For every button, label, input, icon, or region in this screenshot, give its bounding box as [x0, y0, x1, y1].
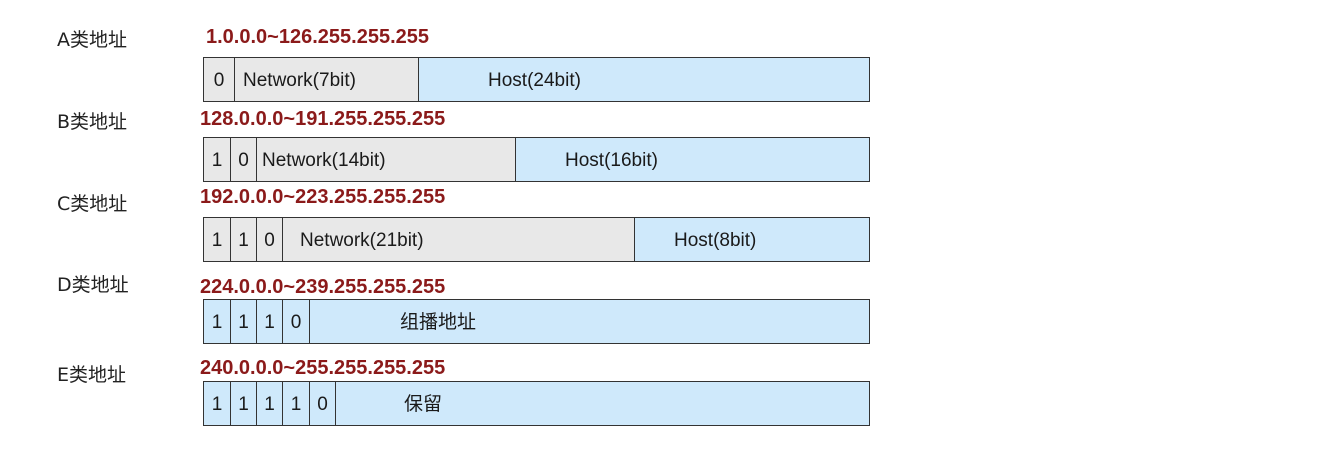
class-b-bar: 1 0 Network(14bit) Host(16bit): [203, 137, 870, 182]
class-e-bar: 1 1 1 1 0 保留: [203, 381, 870, 426]
class-d-multicast: 组播地址: [400, 312, 477, 333]
class-e-bit-2: 1: [257, 382, 283, 425]
class-c-bit-0: 1: [204, 218, 231, 261]
class-d-bit-2: 1: [257, 300, 283, 343]
class-a-host: Host(24bit): [488, 70, 581, 91]
class-e-reserved: 保留: [404, 394, 443, 415]
class-e-bit-1: 1: [231, 382, 257, 425]
class-c-network: Network(21bit): [283, 218, 635, 261]
class-e-bit-4: 0: [310, 382, 336, 425]
class-a-bit-0: 0: [204, 58, 235, 101]
class-e-label: E类地址: [57, 364, 127, 386]
class-d-range: 224.0.0.0~239.255.255.255: [200, 276, 446, 298]
class-c-range: 192.0.0.0~223.255.255.255: [200, 186, 446, 208]
class-a-range: 1.0.0.0~126.255.255.255: [206, 26, 429, 48]
class-b-label: B类地址: [57, 111, 128, 133]
class-d-label: D类地址: [57, 274, 129, 296]
class-a-bar: 0 Network(7bit) Host(24bit): [203, 57, 870, 102]
class-d-bar: 1 1 1 0 组播地址: [203, 299, 870, 344]
class-a-label: A类地址: [57, 29, 127, 51]
class-e-bit-3: 1: [283, 382, 310, 425]
class-c-label: C类地址: [57, 193, 128, 215]
class-e-range: 240.0.0.0~255.255.255.255: [200, 357, 446, 379]
class-b-range: 128.0.0.0~191.255.255.255: [200, 108, 446, 130]
class-b-bit-0: 1: [204, 138, 231, 181]
class-d-bit-1: 1: [231, 300, 257, 343]
class-c-bar: 1 1 0 Network(21bit) Host(8bit): [203, 217, 870, 262]
class-c-bit-1: 1: [231, 218, 257, 261]
class-c-host: Host(8bit): [674, 230, 757, 251]
class-b-network: Network(14bit): [257, 138, 516, 181]
class-a-network: Network(7bit): [235, 58, 419, 101]
class-d-bit-3: 0: [283, 300, 310, 343]
class-b-bit-1: 0: [231, 138, 257, 181]
class-d-bit-0: 1: [204, 300, 231, 343]
class-c-bit-2: 0: [257, 218, 283, 261]
class-e-bit-0: 1: [204, 382, 231, 425]
class-b-host: Host(16bit): [565, 150, 658, 171]
